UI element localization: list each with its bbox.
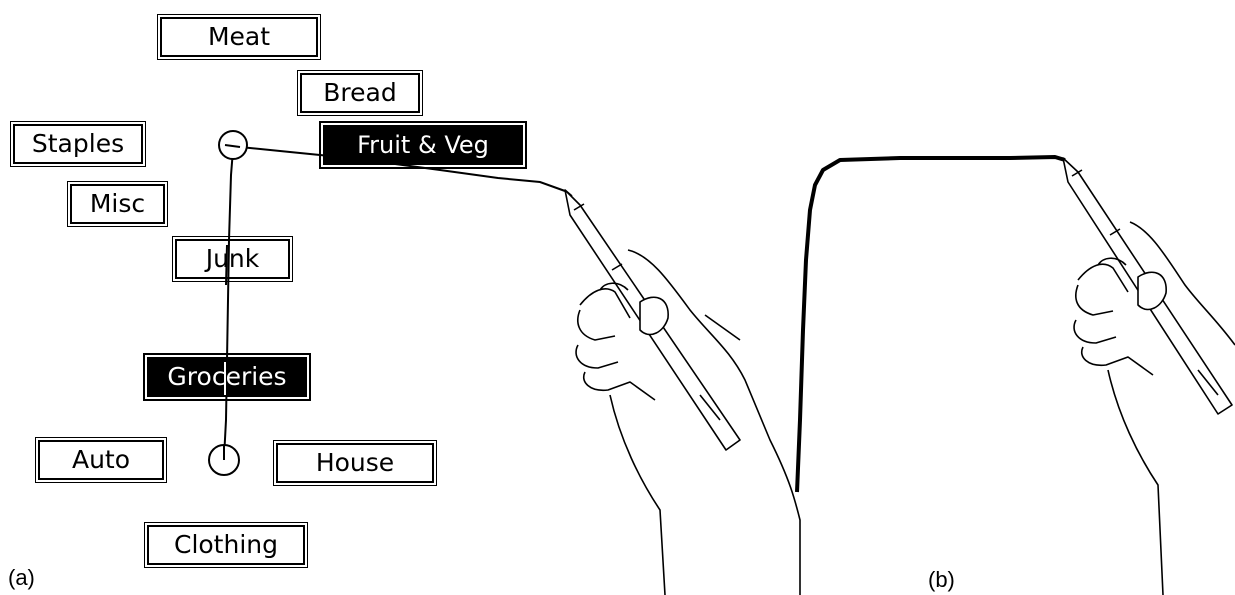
menu-item-staples[interactable]: Staples	[10, 121, 146, 167]
menu-item-meat[interactable]: Meat	[157, 14, 321, 60]
panel-label-a: (a)	[8, 565, 35, 590]
menu-item-fruit-veg-label: Fruit & Veg	[357, 131, 489, 159]
menu-item-clothing[interactable]: Clothing	[144, 522, 308, 568]
menu-item-bread[interactable]: Bread	[297, 70, 423, 116]
menu-item-groceries[interactable]: Groceries	[143, 353, 311, 401]
menu-item-auto[interactable]: Auto	[35, 437, 167, 483]
menu-item-fruit-veg[interactable]: Fruit & Veg	[319, 121, 527, 169]
panel-label-b: (b)	[928, 567, 955, 592]
menu-item-junk[interactable]: Junk	[172, 236, 293, 282]
menu-item-misc[interactable]: Misc	[67, 181, 168, 227]
menu-item-house[interactable]: House	[273, 440, 437, 486]
